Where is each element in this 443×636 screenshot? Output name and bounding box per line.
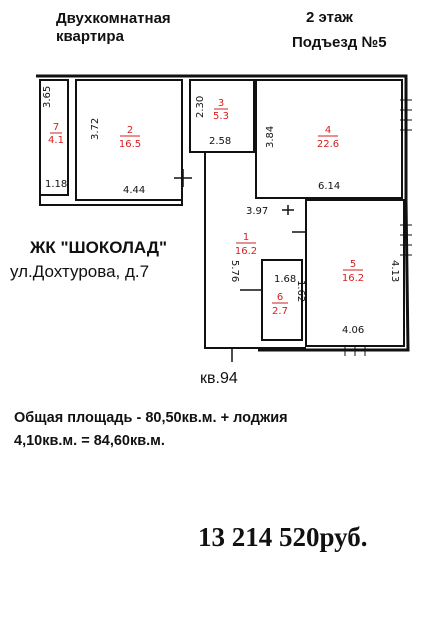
apartment-number: кв.94 (200, 370, 238, 387)
room-7-label: 7 4.1 (48, 122, 64, 146)
room-2-label: 2 16.5 (119, 125, 141, 150)
loggia-wall (39, 79, 69, 196)
hall-wall-b (204, 152, 258, 349)
room-5-label: 5 16.2 (342, 259, 364, 284)
svg-text:22.6: 22.6 (317, 139, 339, 150)
dim-6-14: 6.14 (318, 181, 340, 192)
room-4-label: 4 22.6 (317, 125, 339, 150)
svg-text:6: 6 (277, 292, 283, 303)
svg-text:4.1: 4.1 (48, 135, 64, 146)
dim-1-18: 1.18 (45, 179, 67, 190)
apartment-type: Двухкомнатная квартира (56, 10, 171, 45)
dim-3-72: 3.72 (90, 118, 101, 140)
svg-text:7: 7 (53, 122, 59, 133)
svg-text:16.2: 16.2 (235, 246, 257, 257)
svg-text:1: 1 (243, 232, 249, 243)
svg-text:16.5: 16.5 (119, 139, 141, 150)
dim-1-62: 1.62 (295, 280, 306, 302)
room-6-label: 6 2.7 (272, 292, 288, 317)
complex-address: ул.Дохтурова, д.7 (10, 262, 150, 281)
entrance-label: Подъезд №5 (292, 34, 387, 51)
svg-text:16.2: 16.2 (342, 273, 364, 284)
dim-4-44: 4.44 (123, 185, 145, 196)
svg-text:5: 5 (350, 259, 356, 270)
svg-text:4: 4 (325, 125, 331, 136)
svg-text:3: 3 (218, 98, 224, 109)
area-description: Общая площадь - 80,50кв.м. + лоджия 4,10… (14, 410, 288, 449)
svg-text:2.7: 2.7 (272, 306, 288, 317)
room-6-wall (261, 259, 303, 341)
floor-label: 2 этаж (306, 9, 353, 26)
dim-1-68: 1.68 (274, 274, 296, 285)
dim-5-76: 5.76 (229, 260, 240, 282)
outer-walls (36, 74, 410, 352)
room-3-wall (189, 79, 255, 153)
room-1-label: 1 16.2 (235, 232, 257, 257)
dim-3-84: 3.84 (265, 126, 276, 148)
window-marks (344, 99, 412, 356)
dim-2-30: 2.30 (195, 96, 206, 118)
dim-3-97: 3.97 (246, 206, 268, 217)
price: 13 214 520руб. (198, 522, 368, 552)
dim-3-65: 3.65 (42, 86, 53, 108)
door-marks (174, 151, 306, 362)
room-2-wall (75, 79, 183, 201)
hall-wall-a (39, 195, 183, 206)
complex-name: ЖК "ШОКОЛАД" (30, 238, 168, 257)
room-3-label: 3 5.3 (213, 98, 229, 122)
dim-4-13: 4.13 (389, 260, 400, 282)
svg-text:2: 2 (127, 125, 133, 136)
room-4-wall (255, 79, 403, 199)
dim-4-06: 4.06 (342, 325, 364, 336)
dim-2-58: 2.58 (209, 136, 231, 147)
svg-text:5.3: 5.3 (213, 111, 229, 122)
